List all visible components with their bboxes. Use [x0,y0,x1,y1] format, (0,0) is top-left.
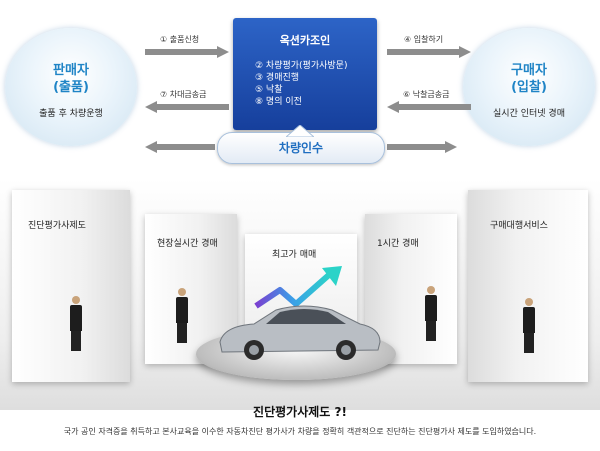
flow-label-step7: ⑦ 차대금송금 [160,90,207,99]
buyer-title-line2: (입찰) [511,80,547,95]
seller-circle: 판매자 (출품) 출품 후 차량운행 [5,28,137,146]
car-icon [214,300,384,362]
panel-label-live-auction: 현장실시간 경매 [157,239,218,249]
center-title: 옥션카조인 [279,34,331,47]
buyer-title-line1: 구매자 [511,63,547,78]
seller-title-line2: (출품) [53,80,89,95]
panel-label-purchase-agent: 구매대행서비스 [490,221,548,231]
person-figure [425,286,437,341]
panel-label-diagnosis: 진단평가사제도 [28,221,86,231]
center-item: ② 차량평가(평가사방문) [255,61,348,71]
arrow-left-icon [145,101,229,113]
flow-label-step1: ① 출품신청 [160,35,200,44]
pickup-label: 차량인수 [278,141,324,155]
center-box: 옥션카조인 ② 차량평가(평가사방문) ③ 경매진행 ⑤ 낙찰 ⑧ 명의 이전 [233,18,377,130]
arrow-left-icon [387,101,471,113]
seller-desc: 출품 후 차량운행 [39,109,103,119]
footer-title: 진단평가사제도 ?! [253,405,347,419]
service-stage: 진단평가사제도 현장실시간 경매 최고가 매매 1시간 경매 구매대행서비스 [0,178,600,410]
arrow-right-icon [387,141,457,153]
panel-label-one-hour: 1시간 경매 [377,239,419,249]
person-figure [70,296,82,351]
arrow-right-icon [387,46,471,58]
buyer-circle: 구매자 (입찰) 실시간 인터넷 경매 [463,28,595,146]
center-item: ③ 경매진행 [255,73,300,83]
person-figure [523,298,535,353]
center-item: ⑤ 낙찰 [255,85,283,95]
buyer-desc: 실시간 인터넷 경매 [493,109,565,119]
flow-label-step4: ④ 입찰하기 [404,35,444,44]
center-item: ⑧ 명의 이전 [255,97,302,107]
flow-label-step6: ⑥ 낙찰금송금 [403,90,450,99]
pickup-up-arrow-icon [284,122,316,138]
seller-title-line1: 판매자 [53,63,89,78]
arrow-left-icon [145,141,215,153]
person-figure [176,288,188,343]
panel-label-best-price: 최고가 매매 [272,250,317,260]
center-list: ② 차량평가(평가사방문) ③ 경매진행 ⑤ 낙찰 ⑧ 명의 이전 [255,60,377,108]
footer-desc: 국가 공인 자격증을 취득하고 본사교육을 이수한 자동차진단 평가사가 차량을… [63,427,537,436]
panel-one-hour [365,214,457,364]
arrow-right-icon [145,46,229,58]
rising-arrow-icon [250,264,350,324]
